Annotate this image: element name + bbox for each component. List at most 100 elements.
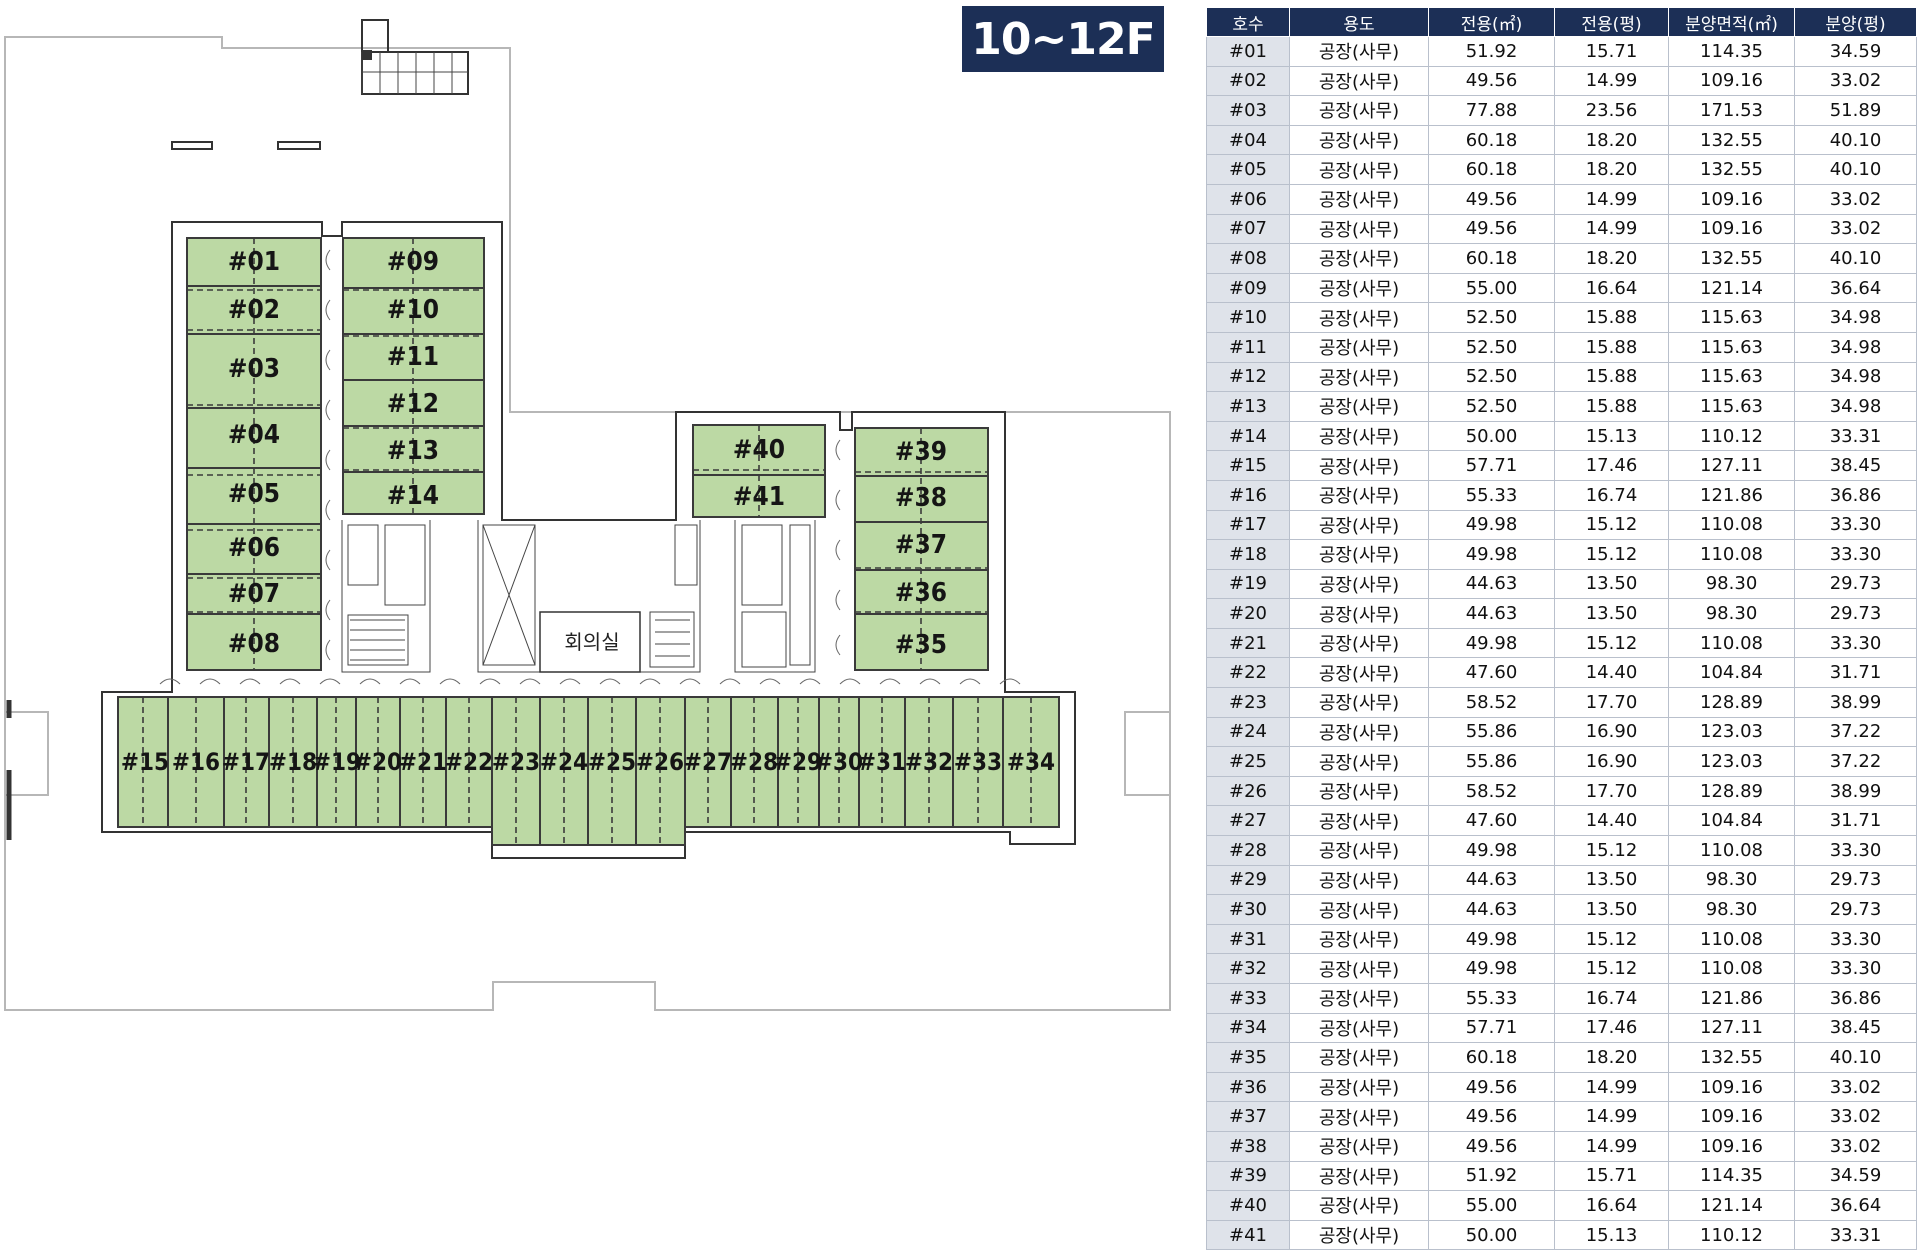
cell-unit-no: #07	[1206, 213, 1290, 245]
unit-label: #18	[269, 748, 317, 776]
cell-usage: 공장(사무)	[1289, 36, 1429, 67]
cell-sale-area-sqm: 109.16	[1668, 1130, 1795, 1162]
cell-exclusive-pyeong: 15.12	[1554, 923, 1669, 955]
unit-label: #26	[636, 748, 684, 776]
cell-exclusive-pyeong: 15.12	[1554, 627, 1669, 659]
unit-label: #38	[895, 483, 947, 513]
cell-sale-pyeong: 29.73	[1794, 864, 1917, 896]
unit-label: #30	[815, 748, 863, 776]
cell-exclusive-sqm: 49.98	[1428, 509, 1555, 541]
cell-sale-area-sqm: 127.11	[1668, 1012, 1795, 1044]
cell-sale-area-sqm: 98.30	[1668, 894, 1795, 925]
cell-exclusive-sqm: 50.00	[1428, 420, 1555, 452]
unit-label: #04	[228, 420, 280, 450]
cell-sale-pyeong: 40.10	[1794, 124, 1917, 156]
cell-unit-no: #15	[1206, 450, 1290, 481]
cell-exclusive-pyeong: 14.99	[1554, 213, 1669, 245]
core-right	[649, 524, 811, 668]
cell-usage: 공장(사무)	[1289, 894, 1429, 925]
cell-usage: 공장(사무)	[1289, 864, 1429, 896]
roof-outline-left-notch	[5, 711, 49, 796]
cell-exclusive-sqm: 58.52	[1428, 687, 1555, 718]
cell-exclusive-pyeong: 18.20	[1554, 243, 1669, 274]
unit-label: #22	[445, 748, 493, 776]
cell-exclusive-pyeong: 15.12	[1554, 953, 1669, 984]
unit-label: #11	[387, 342, 439, 372]
cell-unit-no: #25	[1206, 746, 1290, 777]
unit-label: #02	[228, 295, 280, 325]
cell-exclusive-pyeong: 17.46	[1554, 450, 1669, 481]
cell-usage: 공장(사무)	[1289, 183, 1429, 215]
cell-exclusive-pyeong: 15.12	[1554, 835, 1669, 866]
cell-sale-pyeong: 33.02	[1794, 183, 1917, 215]
cell-unit-no: #37	[1206, 1101, 1290, 1132]
cell-usage: 공장(사무)	[1289, 775, 1429, 807]
cell-exclusive-pyeong: 16.64	[1554, 272, 1669, 304]
cell-sale-pyeong: 36.64	[1794, 1190, 1917, 1221]
cell-unit-no: #26	[1206, 775, 1290, 807]
unit-label: #17	[222, 748, 270, 776]
cell-sale-pyeong: 29.73	[1794, 598, 1917, 629]
cell-exclusive-sqm: 60.18	[1428, 1042, 1555, 1073]
cell-unit-no: #41	[1206, 1219, 1290, 1251]
cell-exclusive-pyeong: 14.40	[1554, 657, 1669, 689]
unit-label: #34	[1007, 748, 1055, 776]
cell-usage: 공장(사무)	[1289, 302, 1429, 333]
unit-label: #15	[121, 748, 169, 776]
cell-exclusive-pyeong: 15.88	[1554, 391, 1669, 422]
cell-exclusive-sqm: 49.56	[1428, 1101, 1555, 1132]
unit-label: #40	[733, 435, 785, 465]
cell-exclusive-sqm: 49.56	[1428, 65, 1555, 97]
cell-usage: 공장(사무)	[1289, 331, 1429, 363]
cell-exclusive-sqm: 44.63	[1428, 864, 1555, 896]
cell-usage: 공장(사무)	[1289, 1219, 1429, 1251]
unit-label: #33	[954, 748, 1002, 776]
cell-usage: 공장(사무)	[1289, 953, 1429, 984]
cell-exclusive-pyeong: 16.74	[1554, 983, 1669, 1014]
cell-exclusive-sqm: 49.98	[1428, 923, 1555, 955]
cell-sale-area-sqm: 121.86	[1668, 983, 1795, 1014]
cell-unit-no: #36	[1206, 1071, 1290, 1103]
cell-unit-no: #33	[1206, 983, 1290, 1014]
unit-label: #36	[895, 578, 947, 608]
cell-unit-no: #18	[1206, 539, 1290, 570]
unit-labels: #01 #02 #03 #04 #05 #06 #07 #08 #09 #10 …	[121, 247, 1055, 776]
cell-usage: 공장(사무)	[1289, 1130, 1429, 1162]
cell-sale-area-sqm: 121.14	[1668, 272, 1795, 304]
cell-usage: 공장(사무)	[1289, 95, 1429, 126]
cell-unit-no: #19	[1206, 568, 1290, 600]
cell-usage: 공장(사무)	[1289, 272, 1429, 304]
cell-exclusive-pyeong: 15.88	[1554, 331, 1669, 363]
cell-exclusive-sqm: 49.56	[1428, 183, 1555, 215]
cell-sale-pyeong: 36.86	[1794, 479, 1917, 511]
unit-label: #28	[730, 748, 778, 776]
header-exclusive-pyeong: 전용(평)	[1554, 7, 1669, 37]
cell-usage: 공장(사무)	[1289, 1160, 1429, 1192]
cell-sale-area-sqm: 110.12	[1668, 420, 1795, 452]
cell-unit-no: #32	[1206, 953, 1290, 984]
cell-sale-area-sqm: 109.16	[1668, 1101, 1795, 1132]
cell-sale-pyeong: 40.10	[1794, 1042, 1917, 1073]
cell-sale-pyeong: 34.59	[1794, 36, 1917, 67]
table-header-row: 호수 용도 전용(㎡) 전용(평) 분양면적(㎡) 분양(평)	[1206, 7, 1917, 37]
cell-exclusive-sqm: 49.98	[1428, 953, 1555, 984]
cell-exclusive-pyeong: 15.71	[1554, 1160, 1669, 1192]
cell-sale-area-sqm: 127.11	[1668, 450, 1795, 481]
cell-sale-area-sqm: 98.30	[1668, 864, 1795, 896]
division-lines	[142, 238, 1032, 845]
unit-label: #32	[905, 748, 953, 776]
cell-exclusive-sqm: 44.63	[1428, 568, 1555, 600]
cell-sale-pyeong: 37.22	[1794, 716, 1917, 748]
cell-unit-no: #34	[1206, 1012, 1290, 1044]
cell-exclusive-pyeong: 18.20	[1554, 1042, 1669, 1073]
